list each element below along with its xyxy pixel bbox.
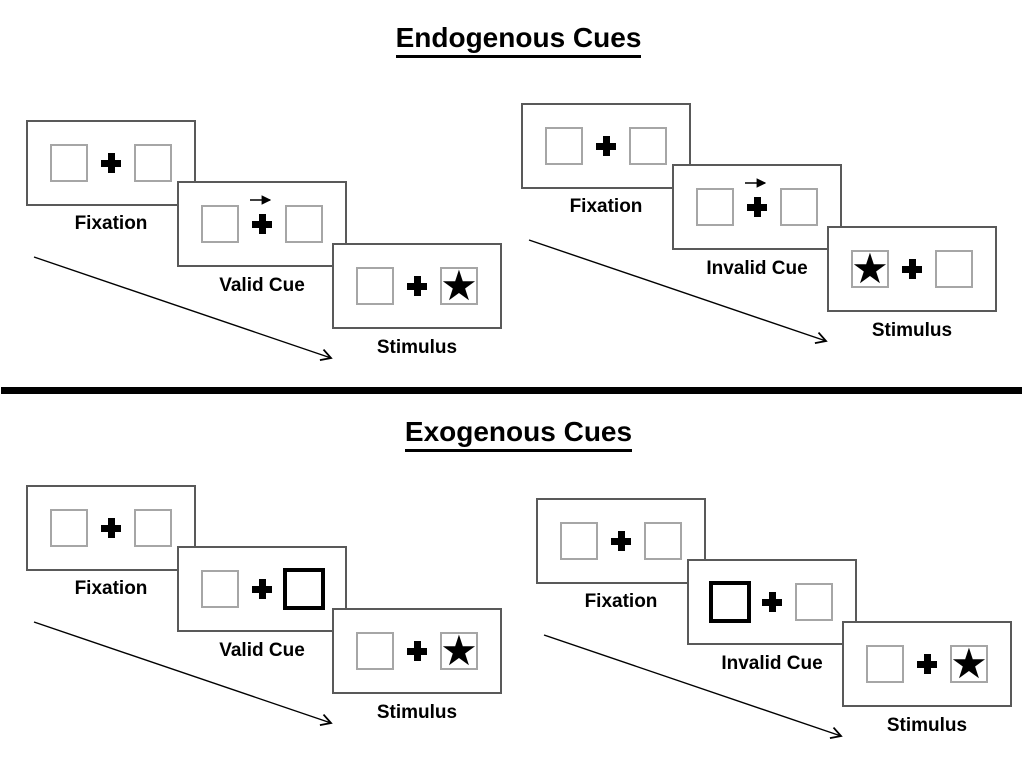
fixation-cross-icon xyxy=(407,276,427,296)
left-placeholder-box xyxy=(201,205,239,243)
left-placeholder-box xyxy=(356,632,394,670)
stimulus-card: ★ xyxy=(827,226,997,312)
right-placeholder-box xyxy=(134,144,172,182)
right-target-box: ★ xyxy=(950,639,988,688)
star-icon: ★ xyxy=(851,244,889,293)
right-placeholder-box xyxy=(935,250,973,288)
right-placeholder-box xyxy=(795,583,833,621)
fixation-cross-icon xyxy=(902,259,922,279)
stimulus-label: Stimulus xyxy=(886,715,968,736)
left-placeholder-box xyxy=(50,144,88,182)
star-icon: ★ xyxy=(440,626,478,675)
left-placeholder-box xyxy=(201,570,239,608)
endogenous-invalid-trial: Fixation Invalid Cue ★ Stimulus xyxy=(521,103,1021,373)
left-placeholder-box xyxy=(560,522,598,560)
right-target-box: ★ xyxy=(440,626,478,675)
section-title-endogenous: Endogenous Cues xyxy=(395,22,642,58)
fixation-cross-icon xyxy=(611,531,631,551)
fixation-cross-icon xyxy=(407,641,427,661)
left-placeholder-box xyxy=(545,127,583,165)
stimulus-card: ★ xyxy=(332,608,502,694)
fixation-cross-icon xyxy=(747,197,767,217)
fixation-card xyxy=(26,120,196,206)
left-placeholder-box xyxy=(866,645,904,683)
fixation-label: Fixation xyxy=(584,591,658,612)
right-placeholder-box xyxy=(780,188,818,226)
endogenous-valid-trial: Fixation Valid Cue ★ Stimulus xyxy=(26,120,526,390)
stimulus-card: ★ xyxy=(842,621,1012,707)
right-placeholder-box xyxy=(134,509,172,547)
fixation-cross-icon xyxy=(252,214,272,234)
stimulus-label: Stimulus xyxy=(376,702,458,723)
cue-label: Valid Cue xyxy=(219,640,305,661)
fixation-cross-icon xyxy=(252,579,272,599)
right-placeholder-box xyxy=(285,205,323,243)
exogenous-valid-trial: Fixation Valid Cue ★ Stimulus xyxy=(26,485,526,755)
exogenous-section-header: Exogenous Cues xyxy=(0,416,1023,452)
left-placeholder-box xyxy=(50,509,88,547)
stimulus-card: ★ xyxy=(332,243,502,329)
left-placeholder-box xyxy=(696,188,734,226)
left-placeholder-box xyxy=(356,267,394,305)
cue-right-arrow-icon xyxy=(250,195,272,205)
cue-label: Invalid Cue xyxy=(721,653,823,674)
endogenous-section-header: Endogenous Cues xyxy=(0,22,1023,58)
fixation-card xyxy=(521,103,691,189)
cue-right-arrow-icon xyxy=(745,178,767,188)
fixation-cross-icon xyxy=(101,518,121,538)
left-target-box: ★ xyxy=(851,244,889,293)
right-target-box: ★ xyxy=(440,261,478,310)
cue-card xyxy=(177,546,347,632)
highlighted-cue-box xyxy=(283,568,325,610)
star-icon: ★ xyxy=(950,639,988,688)
cue-card xyxy=(672,164,842,250)
fixation-card xyxy=(26,485,196,571)
fixation-label: Fixation xyxy=(74,578,148,599)
cue-card xyxy=(687,559,857,645)
right-placeholder-box xyxy=(644,522,682,560)
cue-card xyxy=(177,181,347,267)
fixation-cross-icon xyxy=(917,654,937,674)
fixation-card xyxy=(536,498,706,584)
cue-label: Valid Cue xyxy=(219,275,305,296)
highlighted-cue-box xyxy=(709,581,751,623)
fixation-label: Fixation xyxy=(569,196,643,217)
fixation-label: Fixation xyxy=(74,213,148,234)
section-title-exogenous: Exogenous Cues xyxy=(404,416,633,452)
star-icon: ★ xyxy=(440,261,478,310)
cue-label: Invalid Cue xyxy=(706,258,808,279)
stimulus-label: Stimulus xyxy=(376,337,458,358)
fixation-cross-icon xyxy=(101,153,121,173)
right-placeholder-box xyxy=(629,127,667,165)
fixation-cross-icon xyxy=(596,136,616,156)
fixation-cross-icon xyxy=(762,592,782,612)
exogenous-invalid-trial: Fixation Invalid Cue ★ Stimulus xyxy=(536,498,1023,767)
stimulus-label: Stimulus xyxy=(871,320,953,341)
section-divider xyxy=(1,387,1022,394)
